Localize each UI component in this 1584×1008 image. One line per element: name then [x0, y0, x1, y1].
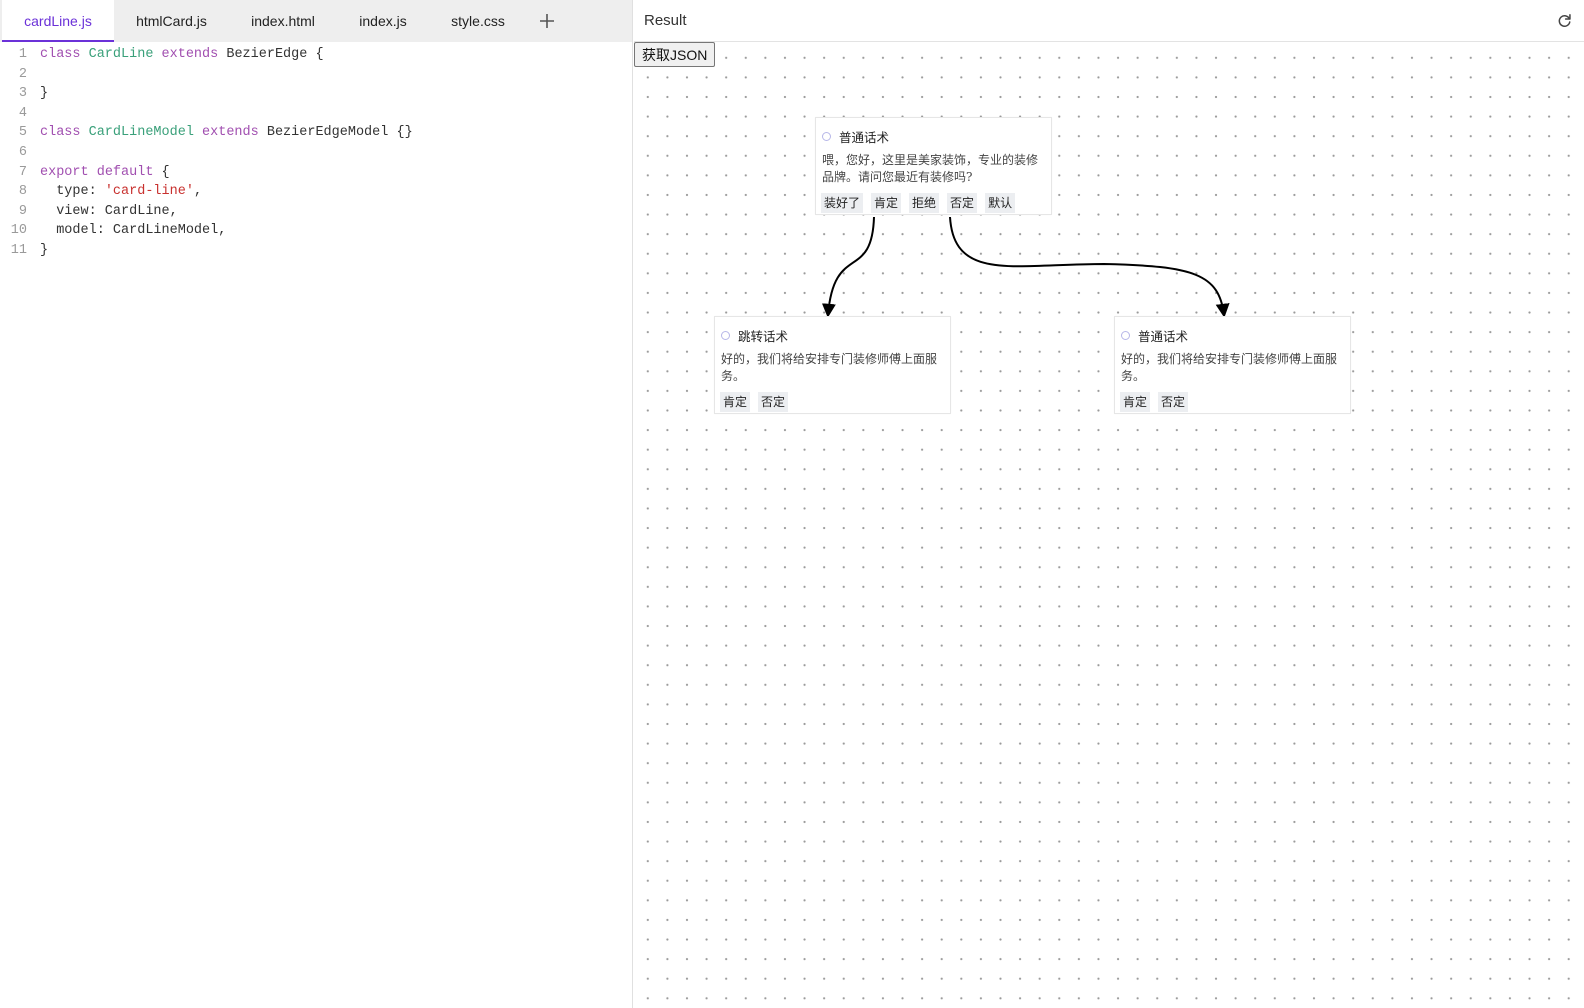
option-tag[interactable]: 装好了 — [821, 193, 864, 213]
code-text: class CardLine extends BezierEdge { — [27, 45, 324, 65]
refresh-icon — [1558, 13, 1571, 27]
code-text — [27, 104, 40, 124]
code-token: model: CardLineModel, — [40, 223, 227, 239]
code-line: 9 view: CardLine, — [0, 202, 632, 222]
code-token: BezierEdgeModel {} — [266, 125, 413, 141]
card-title: 跳转话术 — [738, 328, 789, 344]
code-token: } — [40, 86, 49, 102]
node-anchor-icon[interactable] — [721, 330, 730, 340]
code-token: , — [193, 184, 203, 200]
code-token: { — [161, 164, 170, 180]
code-token: extends — [202, 125, 267, 141]
code-text: } — [27, 84, 48, 104]
code-token: CardLineModel — [88, 125, 203, 141]
code-text — [27, 143, 40, 163]
line-number: 8 — [18, 184, 27, 200]
edge-c1-negate-to-c3[interactable] — [949, 216, 1230, 318]
code-text: type: 'card-line', — [27, 182, 202, 202]
code-text: model: CardLineModel, — [27, 221, 226, 241]
card-options: 装好了 肯定 拒绝 否定 默认 — [816, 186, 1051, 213]
result-pane: Result 获取JSON 普通话术 喂，您好，这里是美家装饰 — [634, 0, 1584, 1008]
node-anchor-icon[interactable] — [822, 131, 831, 141]
line-number: 6 — [18, 144, 27, 160]
code-token: class — [40, 47, 89, 62]
card-options: 肯定 否定 — [715, 385, 950, 412]
code-token: default — [96, 164, 162, 180]
line-number: 2 — [18, 66, 27, 82]
line-number: 3 — [18, 86, 27, 102]
code-line: 2 — [0, 65, 632, 85]
card-body: 喂，您好，这里是美家装饰，专业的装修品牌。请问您最近有装修吗? — [822, 153, 1039, 184]
option-tag[interactable]: 否定 — [947, 193, 978, 213]
option-tag[interactable]: 肯定 — [1120, 392, 1151, 412]
tab-cardline-js[interactable]: cardLine.js — [2, 0, 114, 42]
card-title: 普通话术 — [839, 129, 890, 145]
code-text: export default { — [27, 163, 170, 183]
line-number: 1 — [18, 47, 27, 62]
code-token: } — [40, 242, 49, 258]
option-tag[interactable]: 默认 — [985, 193, 1016, 213]
plus-icon — [540, 14, 554, 28]
option-tag[interactable]: 否定 — [758, 392, 789, 412]
code-text: } — [27, 241, 48, 261]
option-tag[interactable]: 否定 — [1158, 392, 1189, 412]
card-body: 好的，我们将给安排专门装修师傅上面服务。 — [1121, 352, 1338, 383]
code-line: 3} — [0, 84, 632, 104]
tab-style-css[interactable]: style.css — [451, 13, 505, 29]
line-number: 11 — [10, 242, 27, 258]
code-line: 8 type: 'card-line', — [0, 182, 632, 202]
node-card-greeting[interactable]: 普通话术 喂，您好，这里是美家装饰，专业的装修品牌。请问您最近有装修吗? 装好了… — [815, 117, 1052, 215]
code-token: 'card-line' — [104, 184, 194, 200]
code-token: class — [40, 125, 89, 141]
tab-index-html[interactable]: index.html — [251, 13, 315, 29]
option-tag[interactable]: 肯定 — [871, 193, 902, 213]
refresh-button[interactable] — [1554, 11, 1574, 31]
code-token: BezierEdge { — [226, 47, 324, 62]
node-card-normal[interactable]: 普通话术 好的，我们将给安排专门装修师傅上面服务。 肯定 否定 — [1114, 316, 1351, 414]
file-tab-bar: cardLine.js htmlCard.js index.html index… — [0, 0, 632, 42]
flow-canvas[interactable]: 获取JSON 普通话术 喂，您好，这里是美家装饰，专业的装修品牌。请问您最近有装… — [634, 42, 1584, 1008]
code-token: extends — [161, 47, 227, 62]
edge-c1-affirm-to-c2[interactable] — [821, 216, 875, 318]
code-text — [27, 65, 40, 85]
code-token: CardLine — [88, 47, 162, 62]
code-line: 10 model: CardLineModel, — [0, 221, 632, 241]
node-card-jump[interactable]: 跳转话术 好的，我们将给安排专门装修师傅上面服务。 肯定 否定 — [714, 316, 951, 414]
tab-htmlcard-js[interactable]: htmlCard.js — [136, 13, 207, 29]
line-number: 7 — [18, 164, 27, 180]
code-line: 11} — [0, 241, 632, 261]
get-json-button[interactable]: 获取JSON — [634, 42, 716, 67]
option-tag[interactable]: 肯定 — [720, 392, 751, 412]
tab-index-js[interactable]: index.js — [359, 13, 407, 29]
code-line: 4 — [0, 104, 632, 124]
line-number: 4 — [18, 105, 27, 121]
card-body: 好的，我们将给安排专门装修师傅上面服务。 — [721, 352, 938, 383]
result-title: Result — [644, 12, 687, 29]
card-options: 肯定 否定 — [1115, 385, 1350, 412]
node-anchor-icon[interactable] — [1121, 330, 1130, 340]
card-title: 普通话术 — [1138, 328, 1189, 344]
option-tag[interactable]: 拒绝 — [909, 193, 940, 213]
code-token: type: — [40, 184, 105, 200]
code-line: 6 — [0, 143, 632, 163]
code-token: export — [40, 164, 97, 180]
code-text: class CardLineModel extends BezierEdgeMo… — [27, 123, 413, 143]
code-token: view: CardLine, — [40, 203, 178, 219]
result-header: Result — [634, 0, 1584, 42]
line-number: 10 — [10, 223, 27, 239]
line-number: 9 — [18, 203, 27, 219]
line-number: 5 — [18, 125, 27, 141]
code-text: view: CardLine, — [27, 202, 178, 222]
edges-layer — [821, 216, 1230, 318]
add-tab-button[interactable] — [527, 0, 567, 42]
code-editor-pane: cardLine.js htmlCard.js index.html index… — [0, 0, 633, 1008]
